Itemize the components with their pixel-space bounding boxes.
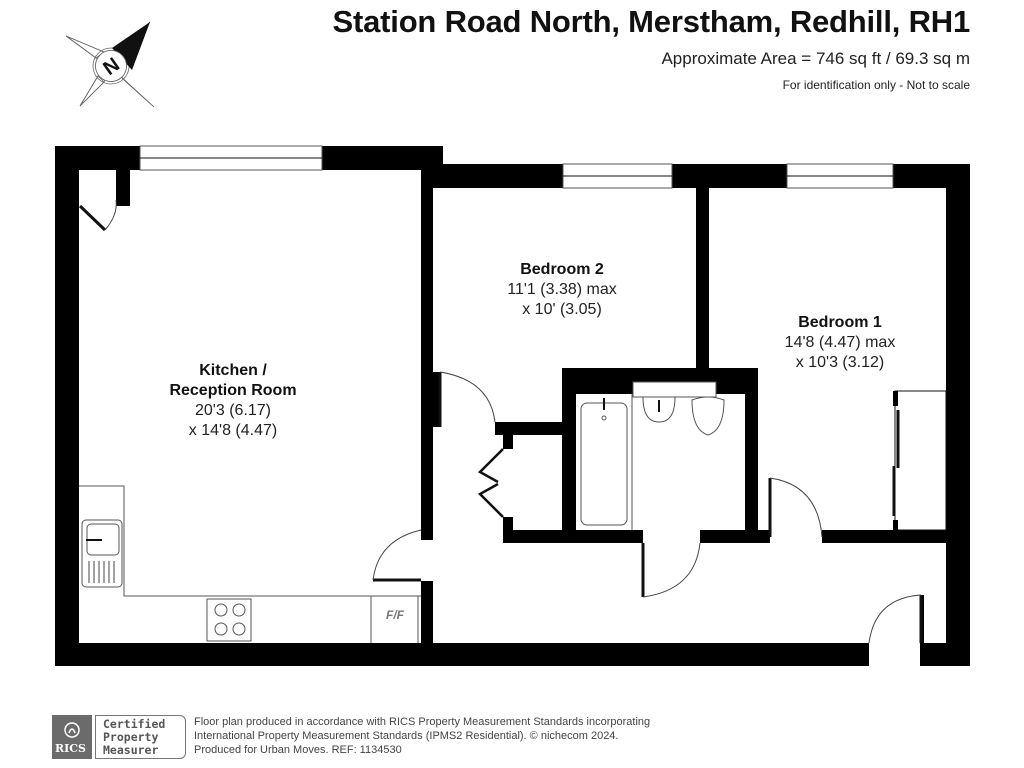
certified-property-measurer-badge: Certified Property Measurer [95,715,186,759]
toilet-icon [691,396,725,436]
room-bedroom-1: Bedroom 1 14'8 (4.47) max x 10'3 (3.12) [784,314,896,371]
kitchen-fixtures [79,485,421,643]
property-title: Station Road North, Merstham, Redhill, R… [332,4,971,39]
room-bedroom-2: Bedroom 2 11'1 (3.38) max x 10' (3.05) [507,261,617,318]
bathroom-fixtures [576,381,725,530]
sink-icon [81,519,123,588]
basin-icon [642,396,676,423]
room-kitchen-reception: Kitchen / Reception Room 20'3 (6.17) x 1… [169,362,297,439]
windows [139,145,894,189]
scale-disclaimer: For identification only - Not to scale [782,78,970,92]
walls [55,146,970,666]
rics-logo: RICS [52,715,92,759]
fridge-freezer-label: F/F [386,608,404,622]
legal-notice: Floor plan produced in accordance with R… [194,716,651,756]
rics-emblem-icon [64,722,80,738]
compass-north-icon: N [66,21,155,108]
approximate-area: Approximate Area = 746 sq ft / 69.3 sq m [661,49,970,68]
doors [78,199,947,644]
hob-icon [206,598,252,642]
